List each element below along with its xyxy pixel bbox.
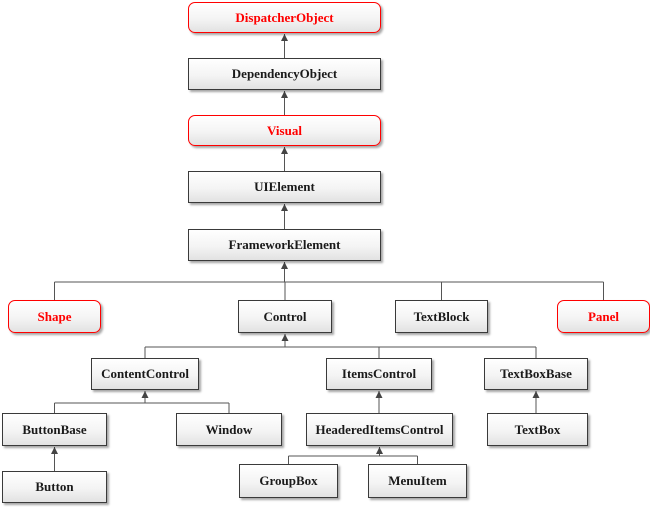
node-text-box-base: TextBoxBase	[484, 358, 588, 390]
node-ui-element: UIElement	[188, 171, 381, 203]
node-text-box: TextBox	[487, 413, 588, 446]
node-menu-item: MenuItem	[368, 464, 467, 498]
node-dispatcher-object: DispatcherObject	[188, 2, 381, 33]
node-headered-items-control: HeaderedItemsControl	[306, 413, 453, 446]
node-dependency-object: DependencyObject	[188, 58, 381, 90]
node-control: Control	[238, 300, 332, 333]
node-items-control: ItemsControl	[326, 358, 432, 390]
node-shape: Shape	[8, 300, 101, 333]
node-text-block: TextBlock	[395, 300, 488, 333]
node-window: Window	[176, 413, 282, 446]
node-group-box: GroupBox	[239, 464, 338, 498]
node-visual: Visual	[188, 115, 381, 146]
node-content-control: ContentControl	[91, 358, 199, 390]
node-button: Button	[2, 471, 107, 503]
node-panel: Panel	[557, 300, 650, 333]
node-button-base: ButtonBase	[2, 413, 107, 446]
node-framework-element: FrameworkElement	[188, 229, 381, 261]
